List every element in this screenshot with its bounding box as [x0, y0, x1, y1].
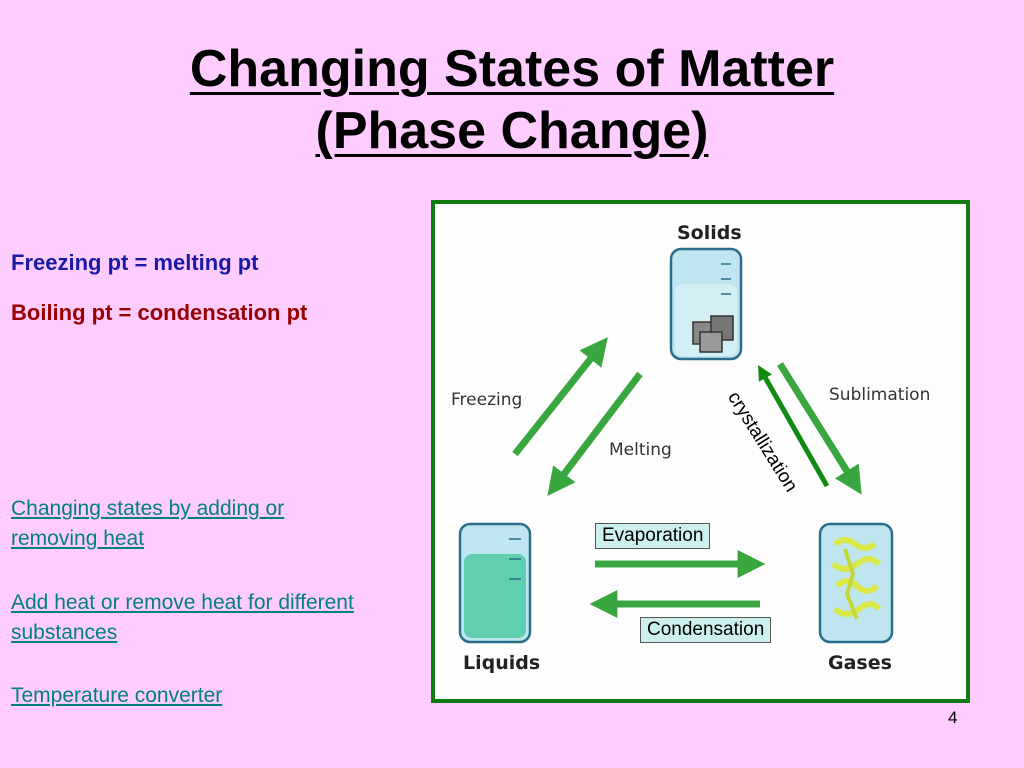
title-line-1: Changing States of Matter	[189, 40, 835, 98]
link-add-remove-heat[interactable]: Add heat or remove heat for different su…	[11, 591, 354, 644]
page-title: Changing States of Matter (Phase Change)	[0, 38, 1024, 162]
title-line-2: (Phase Change)	[315, 102, 709, 160]
phase-change-diagram: Solids Liquids Gases Freezing Melting Su…	[431, 200, 970, 703]
gases-label: Gases	[828, 652, 892, 674]
link-temperature-converter[interactable]: Temperature converter	[11, 684, 223, 707]
solids-beaker-icon	[669, 247, 743, 361]
melting-label: Melting	[609, 440, 672, 460]
melting-arrow	[547, 371, 643, 497]
link-changing-states[interactable]: Changing states by adding or removing he…	[11, 497, 285, 550]
diagram-graphics	[458, 247, 894, 644]
evaporation-label: Evaporation	[595, 523, 711, 549]
freezing-arrow	[512, 337, 608, 457]
freezing-note: Freezing pt = melting pt	[11, 250, 259, 275]
sublimation-arrow	[777, 362, 862, 495]
condensation-label: Condensation	[640, 617, 772, 643]
boiling-note: Boiling pt = condensation pt	[11, 300, 308, 325]
gases-beaker-icon	[818, 522, 894, 644]
liquids-beaker-icon	[458, 522, 532, 644]
sublimation-label: Sublimation	[829, 385, 931, 405]
page-number: 4	[948, 708, 958, 727]
solids-label: Solids	[677, 222, 742, 244]
crystallization-arrow	[758, 365, 830, 488]
liquids-label: Liquids	[463, 652, 541, 674]
freezing-label: Freezing	[451, 390, 523, 410]
